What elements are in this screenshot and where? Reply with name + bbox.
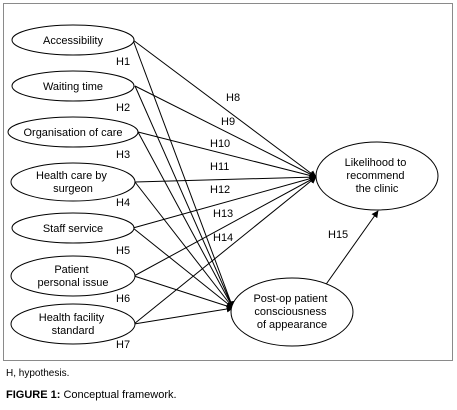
figure-caption-prefix: FIGURE 1: (6, 389, 61, 401)
node-health-care-by-surgeon-label: Health care by surgeon (36, 170, 110, 195)
hypothesis-label-h12: H12 (210, 184, 230, 196)
node-health-facility-standard-ellipse (10, 303, 136, 345)
hypothesis-label-h11: H11 (210, 161, 229, 173)
edge-accessibility-to-likelihood (132, 39, 317, 178)
edge-patient-to-likelihood (133, 176, 317, 277)
hypothesis-label-h13: H13 (213, 208, 233, 220)
hypothesis-label-h5: H5 (116, 245, 130, 257)
node-patient-personal-issue-ellipse (10, 255, 136, 297)
node-organisation-of-care-ellipse (7, 116, 139, 148)
edge-staff-to-likelihood (132, 175, 317, 229)
node-patient-personal-issue-label: Patient personal issue (38, 264, 109, 289)
hypothesis-label-h8: H8 (226, 92, 240, 104)
hypothesis-label-h14: H14 (213, 232, 233, 244)
edge-postop-to-likelihood (321, 210, 379, 291)
node-health-facility-standard-label: Health facility standard (39, 312, 107, 337)
hypothesis-label-h6: H6 (116, 293, 130, 305)
node-health-care-by-surgeon-ellipse (10, 162, 136, 202)
edge-facility-to-postop (133, 305, 234, 325)
node-accessibility-label: Accessibility (43, 35, 103, 47)
edge-accessibility-to-postop (132, 39, 235, 309)
hypothesis-label-h4: H4 (116, 197, 130, 209)
node-organisation-of-care-label: Organisation of care (23, 127, 122, 139)
figure-note: H, hypothesis. (6, 368, 70, 379)
hypothesis-label-h9: H9 (221, 116, 235, 128)
hypothesis-label-h10: H10 (210, 138, 230, 150)
edge-organisation-to-likelihood (137, 131, 317, 179)
node-post-op-label: Post-op patient consciousness of appeara… (253, 293, 330, 331)
hypothesis-label-h3: H3 (116, 149, 130, 161)
edge-staff-to-postop (132, 227, 234, 309)
hypothesis-label-h2: H2 (116, 102, 130, 114)
edge-facility-to-likelihood (133, 176, 317, 325)
hypothesis-label-h7: H7 (116, 339, 130, 351)
node-waiting-time-ellipse (11, 70, 135, 102)
figure-caption: FIGURE 1: Conceptual framework. (6, 389, 177, 401)
node-staff-service-ellipse (11, 212, 135, 244)
node-post-op-ellipse (230, 277, 354, 347)
edge-organisation-to-postop (137, 131, 234, 309)
node-staff-service-label: Staff service (43, 223, 103, 235)
node-waiting-time-label: Waiting time (43, 81, 103, 93)
hypothesis-label-h15: H15 (328, 229, 348, 241)
figure-caption-text: Conceptual framework. (60, 389, 177, 401)
edge-surgeon-to-likelihood (134, 173, 317, 183)
node-likelihood-ellipse (315, 141, 439, 211)
edge-waiting-time-to-postop (134, 85, 234, 309)
figure-frame (3, 3, 453, 361)
node-accessibility-ellipse (11, 24, 135, 56)
hypothesis-label-h1: H1 (116, 56, 130, 68)
edge-patient-to-postop (133, 275, 234, 310)
edge-waiting-time-to-likelihood (134, 85, 317, 178)
edge-surgeon-to-postop (134, 181, 234, 309)
node-likelihood-label: Likelihood to recommend the clinic (345, 157, 410, 195)
conceptual-framework-diagram: Accessibility Waiting time Organisation … (7, 24, 439, 351)
